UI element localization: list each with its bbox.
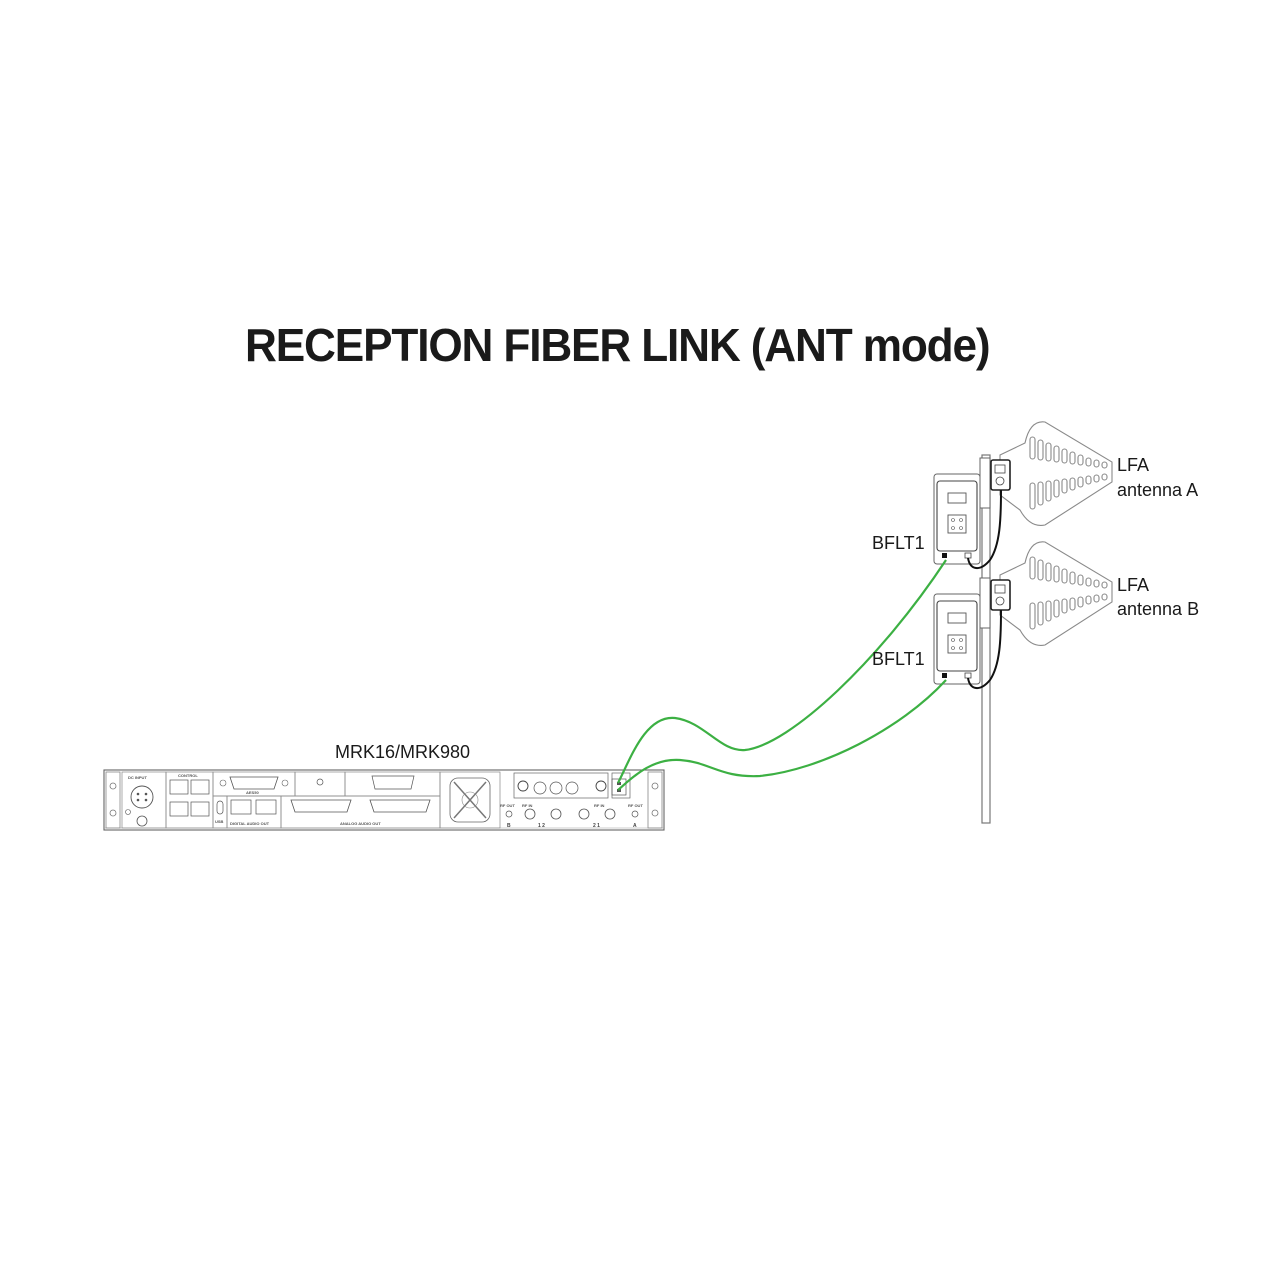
digital-audio-out-label: DIGITAL AUDIO OUT [230,821,270,826]
fiber-cable-to-bflt-bottom [617,679,947,791]
rf-in-b-label: RF IN [522,803,533,808]
antenna-a-head [979,457,1011,509]
antenna-b-lower-elements [1029,593,1108,630]
bflt-bottom-label: BFLT1 [872,649,925,669]
lfa-antenna-b [999,541,1113,646]
antenna-a-upper-elements [1029,436,1108,469]
receiver-rack-unit: DC INPUT CONTROL USB [103,769,665,831]
dc-input-label: DC INPUT [128,775,147,780]
bflt-top-label: BFLT1 [872,533,925,553]
usb-label: USB [215,819,224,824]
control-label: CONTROL [178,773,198,778]
receiver-label: MRK16/MRK980 [335,742,471,762]
antenna-a-label-line2: antenna A [1117,480,1199,500]
side-b-label: B [507,823,511,829]
antenna-b-label-line2: antenna B [1117,599,1200,619]
ports-b-label: 1 2 [538,823,545,829]
side-a-label: A [633,823,637,829]
fan-grille [439,771,501,829]
diagram-title: RECEPTION FIBER LINK (ANT mode) [245,319,991,371]
lfa-antenna-a [999,421,1113,526]
bflt1-unit-top [933,473,981,565]
antenna-mast [981,454,991,824]
aes50-label: AES50 [246,790,259,795]
bflt1-unit-bottom [933,593,981,685]
antenna-b-label-line1: LFA [1117,575,1150,595]
antenna-a-label-line1: LFA [1117,455,1150,475]
fiber-cable-to-bflt-top [617,559,947,784]
rf-out-a-label: RF OUT [628,803,643,808]
rf-in-a-label: RF IN [594,803,605,808]
rf-out-b-label: RF OUT [500,803,515,808]
analog-audio-out-label: ANALOG AUDIO OUT [340,821,381,826]
antenna-b-head [979,577,1011,629]
rf-cable-antenna-b [967,609,1002,689]
antenna-b-upper-elements [1029,556,1108,589]
ports-a-label: 2 1 [593,823,600,829]
antenna-a-lower-elements [1029,473,1108,510]
rf-cable-antenna-a [967,489,1002,569]
control-ethernet-section: CONTROL [165,771,214,829]
